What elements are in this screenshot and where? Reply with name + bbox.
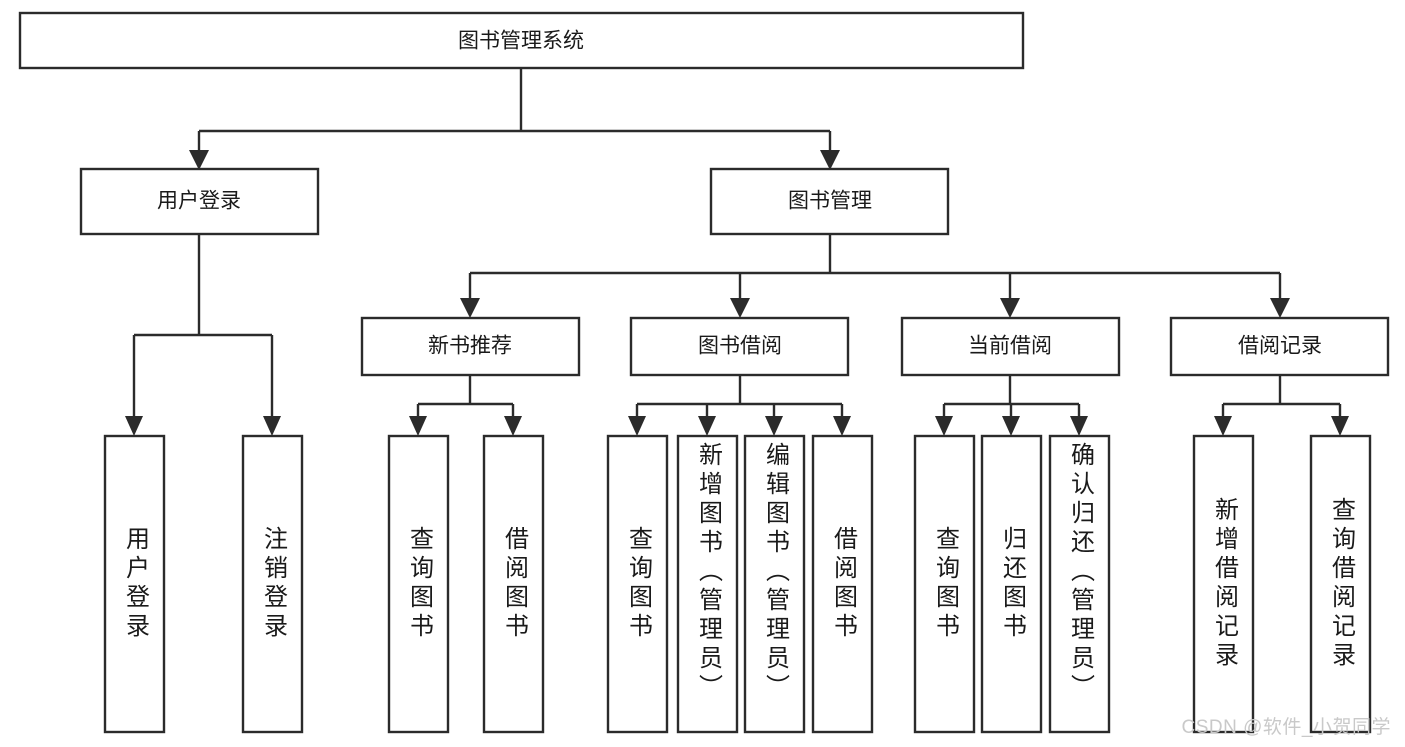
node-book-manage-label: 图书管理: [788, 190, 872, 213]
node-leaf-logout[interactable]: [241, 434, 304, 734]
node-new-book-rec[interactable]: 新书推荐: [360, 316, 581, 377]
node-current-borrow[interactable]: 当前借阅: [900, 316, 1121, 377]
node-leaf-borrow-book-1[interactable]: [482, 434, 545, 734]
node-leaf-confirm-return-box[interactable]: [1048, 434, 1111, 734]
node-new-book-rec-box[interactable]: [360, 316, 581, 377]
node-user-login[interactable]: 用户登录: [79, 167, 320, 236]
node-leaf-borrow-book-1-box[interactable]: [482, 434, 545, 734]
node-leaf-query-book-2[interactable]: [606, 434, 669, 734]
connector-group: [125, 68, 1349, 436]
node-root-label: 图书管理系统: [458, 30, 584, 53]
arrow-head-leaf-logout: [263, 416, 281, 436]
arrow-head-leaf-query-book-3: [935, 416, 953, 436]
node-current-borrow-label: 当前借阅: [968, 335, 1052, 358]
arrow-head-leaf-borrow-book-1: [504, 416, 522, 436]
node-leaf-add-book[interactable]: [676, 434, 739, 734]
node-book-borrow[interactable]: 图书借阅: [629, 316, 850, 377]
node-leaf-edit-book[interactable]: [743, 434, 806, 734]
node-leaf-query-book-3-box[interactable]: [913, 434, 976, 734]
arrow-head-leaf-return-book: [1002, 416, 1020, 436]
node-root[interactable]: 图书管理系统: [18, 11, 1025, 70]
node-new-book-rec-label: 新书推荐: [428, 335, 512, 358]
arrow-head-new-book-rec: [460, 298, 480, 318]
node-leaf-query-book-1[interactable]: [387, 434, 450, 734]
node-leaf-add-record-box[interactable]: [1192, 434, 1255, 734]
arrow-head-book-manage: [820, 150, 840, 170]
node-borrow-record-label: 借阅记录: [1238, 335, 1322, 358]
node-leaf-add-record[interactable]: [1192, 434, 1255, 734]
node-leaf-edit-book-box[interactable]: [743, 434, 806, 734]
node-leaf-add-book-box[interactable]: [676, 434, 739, 734]
node-leaf-user-login[interactable]: [103, 434, 166, 734]
node-current-borrow-box[interactable]: [900, 316, 1121, 377]
arrow-head-leaf-user-login: [125, 416, 143, 436]
arrow-head-borrow-record: [1270, 298, 1290, 318]
node-leaf-query-book-2-box[interactable]: [606, 434, 669, 734]
arrow-head-leaf-add-book: [698, 416, 716, 436]
node-leaf-user-login-box[interactable]: [103, 434, 166, 734]
arrow-head-leaf-query-book-1: [409, 416, 427, 436]
csdn-watermark: CSDN @软件_小贺同学: [1181, 717, 1391, 738]
node-leaf-return-book[interactable]: [980, 434, 1043, 734]
node-leaf-query-book-1-box[interactable]: [387, 434, 450, 734]
node-user-login-label: 用户登录: [157, 190, 241, 213]
node-leaf-query-record[interactable]: [1309, 434, 1372, 734]
node-leaf-confirm-return[interactable]: [1048, 434, 1111, 734]
arrow-head-leaf-add-record: [1214, 416, 1232, 436]
node-leaf-query-record-box[interactable]: [1309, 434, 1372, 734]
arrow-head-current-borrow: [1000, 298, 1020, 318]
arrow-head-book-borrow: [730, 298, 750, 318]
node-user-login-box[interactable]: [79, 167, 320, 236]
arrow-head-leaf-query-record: [1331, 416, 1349, 436]
node-leaf-borrow-book-2-box[interactable]: [811, 434, 874, 734]
arrow-head-leaf-borrow-book-2: [833, 416, 851, 436]
node-book-manage-box[interactable]: [709, 167, 950, 236]
node-root-box[interactable]: [18, 11, 1025, 70]
node-leaf-borrow-book-2[interactable]: [811, 434, 874, 734]
arrow-head-leaf-confirm-return: [1070, 416, 1088, 436]
node-book-manage[interactable]: 图书管理: [709, 167, 950, 236]
arrow-head-leaf-edit-book: [765, 416, 783, 436]
node-borrow-record-box[interactable]: [1169, 316, 1390, 377]
node-book-borrow-box[interactable]: [629, 316, 850, 377]
node-leaf-query-book-3[interactable]: [913, 434, 976, 734]
arrow-head-user-login: [189, 150, 209, 170]
node-leaf-logout-box[interactable]: [241, 434, 304, 734]
arrow-head-leaf-query-book-2: [628, 416, 646, 436]
node-book-borrow-label: 图书借阅: [698, 335, 782, 358]
node-borrow-record[interactable]: 借阅记录: [1169, 316, 1390, 377]
node-leaf-return-book-box[interactable]: [980, 434, 1043, 734]
